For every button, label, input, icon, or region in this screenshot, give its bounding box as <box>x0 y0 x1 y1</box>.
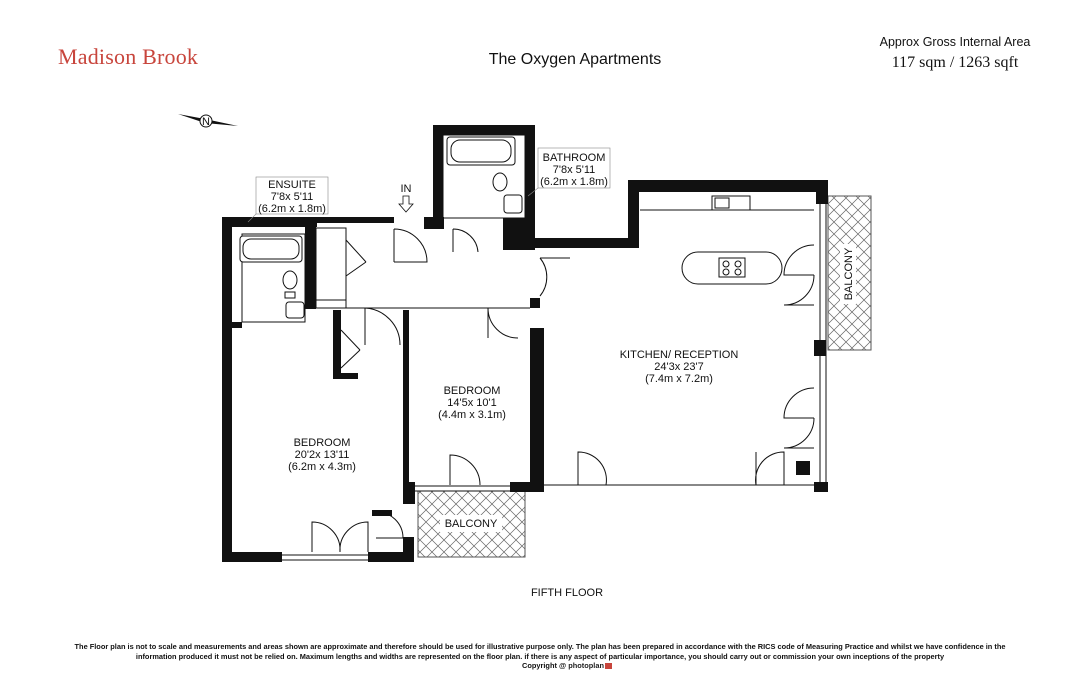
bedroom-main-label: BEDROOM 20'2x 13'11 (6.2m x 4.3m) <box>288 437 356 473</box>
bathroom-label: BATHROOM 7'8x 5'11 (6.2m x 1.8m) <box>527 147 611 197</box>
bedroom-second-label: BEDROOM 14'5x 10'1 (4.4m x 3.1m) <box>438 385 506 421</box>
svg-text:BATHROOM: BATHROOM <box>543 152 606 164</box>
floor-name: FIFTH FLOOR <box>530 587 604 599</box>
svg-text:BALCONY: BALCONY <box>843 247 855 300</box>
area-value: 117 sqm / 1263 sqft <box>891 54 1019 71</box>
area-label: Approx Gross Internal Area <box>879 35 1031 49</box>
entrance-arrow-icon <box>398 195 414 213</box>
svg-text:(7.4m x 7.2m): (7.4m x 7.2m) <box>645 373 713 385</box>
svg-text:7'8x 5'11: 7'8x 5'11 <box>271 191 314 203</box>
svg-text:BALCONY: BALCONY <box>445 518 498 530</box>
doors <box>311 228 815 553</box>
property-title: The Oxygen Apartments <box>488 51 662 68</box>
svg-text:(6.2m x 1.8m): (6.2m x 1.8m) <box>540 176 608 188</box>
svg-text:(6.2m x 4.3m): (6.2m x 4.3m) <box>288 461 356 473</box>
photoplan-logo: photoplan <box>568 661 604 670</box>
copyright-text: Copyright @ <box>522 661 567 670</box>
disclaimer-text: The Floor plan is not to scale and measu… <box>74 642 1006 661</box>
svg-text:24'3x 23'7: 24'3x 23'7 <box>654 361 703 373</box>
compass-letter: N <box>202 116 210 128</box>
house-icon <box>604 663 612 670</box>
balcony-bottom-label: BALCONY <box>440 515 502 532</box>
svg-text:(4.4m x 3.1m): (4.4m x 3.1m) <box>438 409 506 421</box>
svg-text:14'5x 10'1: 14'5x 10'1 <box>447 397 496 409</box>
svg-text:(6.2m x 1.8m): (6.2m x 1.8m) <box>258 203 326 215</box>
compass-icon: N <box>178 114 238 128</box>
svg-text:ENSUITE: ENSUITE <box>268 179 316 191</box>
svg-text:20'2x 13'11: 20'2x 13'11 <box>295 449 350 461</box>
copyright: Copyright @ photoplan <box>0 661 1081 670</box>
entrance-label: IN <box>401 183 412 195</box>
balcony-right-label: BALCONY <box>840 244 856 304</box>
kitchen-label: KITCHEN/ RECEPTION 24'3x 23'7 (7.4m x 7.… <box>620 349 739 385</box>
ensuite-label: ENSUITE 7'8x 5'11 (6.2m x 1.8m) <box>247 176 329 223</box>
fixtures <box>239 136 783 319</box>
svg-text:KITCHEN/ RECEPTION: KITCHEN/ RECEPTION <box>620 349 739 361</box>
svg-text:BEDROOM: BEDROOM <box>444 385 501 397</box>
walls <box>222 125 828 562</box>
svg-text:7'8x 5'11: 7'8x 5'11 <box>553 164 596 176</box>
svg-text:BEDROOM: BEDROOM <box>294 437 351 449</box>
brand-logo: Madison Brook <box>58 44 199 69</box>
